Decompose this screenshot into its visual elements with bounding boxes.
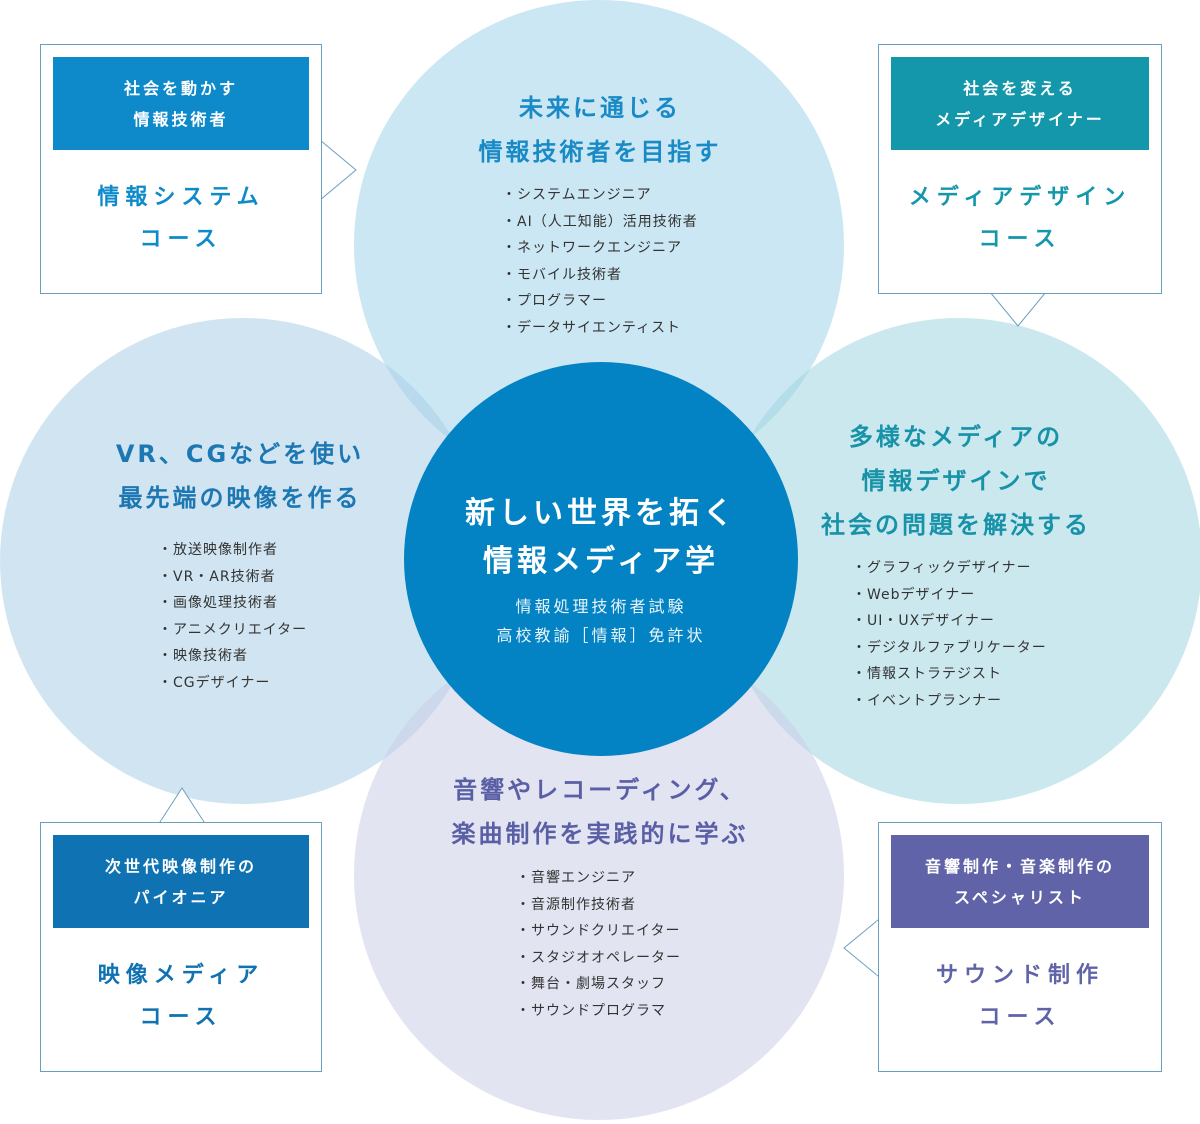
course-line: 情報システム — [97, 185, 265, 210]
course-name: 情報システム コース — [41, 177, 321, 261]
course-line: コース — [978, 227, 1062, 252]
list-item: ・モバイル技術者 — [502, 266, 622, 283]
course-name: 映像メディア コース — [41, 955, 321, 1039]
list-item: ・音源制作技術者 — [516, 896, 636, 913]
tagline-line: パイオニア — [133, 887, 229, 907]
left-heading: VR、CGなどを使い 最先端の映像を作る — [40, 432, 440, 520]
list-item: ・映像技術者 — [158, 648, 248, 664]
right-career-list: ・グラフィックデザイナー ・Webデザイナー ・UI・UXデザイナー ・デジタル… — [852, 555, 1047, 714]
bottom-career-list: ・音響エンジニア ・音源制作技術者 ・サウンドクリエイター ・スタジオオペレータ… — [516, 865, 681, 1024]
course-name: サウンド制作 コース — [879, 955, 1161, 1039]
box-tagline: 次世代映像制作の パイオニア — [53, 835, 309, 928]
list-item: ・UI・UXデザイナー — [852, 613, 995, 629]
list-item: ・AI（人工知能）活用技術者 — [502, 213, 698, 230]
list-item: ・サウンドクリエイター — [516, 923, 681, 939]
bottom-heading-line: 楽曲制作を実践的に学ぶ — [451, 820, 749, 848]
course-line: メディアデザイン — [908, 185, 1132, 210]
top-heading-line: 未来に通じる — [519, 94, 681, 122]
list-item: ・デジタルファブリケーター — [852, 639, 1047, 656]
course-line: コース — [139, 1005, 223, 1030]
tagline-line: スペシャリスト — [954, 887, 1086, 907]
tagline-line: メディアデザイナー — [935, 109, 1105, 129]
list-item: ・サウンドプログラマ — [516, 1002, 666, 1019]
list-item: ・舞台・劇場スタッフ — [516, 976, 666, 992]
center-sub-line: 高校教諭［情報］免許状 — [496, 626, 706, 645]
course-box-visual-media: 次世代映像制作の パイオニア 映像メディア コース — [40, 822, 322, 1072]
right-heading-line: 情報デザインで — [861, 467, 1051, 495]
list-item: ・CGデザイナー — [158, 674, 271, 691]
tagline-line: 次世代映像制作の — [104, 856, 257, 876]
list-item: ・Webデザイナー — [852, 586, 976, 603]
list-item: ・ネットワークエンジニア — [502, 240, 682, 256]
center-title: 新しい世界を拓く 情報メディア学 — [404, 490, 798, 586]
top-heading: 未来に通じる 情報技術者を目指す — [400, 86, 800, 174]
course-box-sound: 音響制作・音楽制作の スペシャリスト サウンド制作 コース — [878, 822, 1162, 1072]
course-box-info-system: 社会を動かす 情報技術者 情報システム コース — [40, 44, 322, 294]
tail-info-system — [319, 138, 357, 202]
left-career-list: ・放送映像制作者 ・VR・AR技術者 ・画像処理技術者 ・アニメクリエイター ・… — [158, 537, 307, 696]
right-heading-line: 多様なメディアの — [848, 423, 1064, 451]
tagline-line: 社会を変える — [963, 78, 1077, 98]
course-line: 映像メディア — [97, 963, 265, 988]
box-tagline: 社会を変える メディアデザイナー — [891, 57, 1149, 150]
list-item: ・アニメクリエイター — [158, 621, 308, 638]
list-item: ・放送映像制作者 — [158, 542, 278, 558]
list-item: ・データサイエンティスト — [502, 319, 682, 336]
course-name: メディアデザイン コース — [879, 177, 1161, 261]
course-line: コース — [139, 227, 223, 252]
right-heading: 多様なメディアの 情報デザインで 社会の問題を解決する — [756, 415, 1156, 547]
box-tagline: 音響制作・音楽制作の スペシャリスト — [891, 835, 1149, 928]
list-item: ・システムエンジニア — [502, 187, 652, 203]
center-title-line: 新しい世界を拓く — [465, 496, 737, 531]
list-item: ・グラフィックデザイナー — [852, 560, 1032, 576]
left-heading-line: 最先端の映像を作る — [118, 484, 362, 512]
right-heading-line: 社会の問題を解決する — [821, 511, 1091, 539]
center-subtitle: 情報処理技術者試験 高校教諭［情報］免許状 — [404, 592, 798, 650]
course-line: サウンド制作 — [935, 963, 1104, 988]
bottom-heading: 音響やレコーディング、 楽曲制作を実践的に学ぶ — [400, 768, 800, 856]
list-item: ・スタジオオペレーター — [516, 949, 681, 966]
tagline-line: 音響制作・音楽制作の — [924, 856, 1115, 876]
list-item: ・情報ストラテジスト — [852, 666, 1002, 682]
list-item: ・画像処理技術者 — [158, 595, 278, 611]
top-heading-line: 情報技術者を目指す — [478, 138, 722, 166]
course-line: コース — [978, 1005, 1062, 1030]
circle-center — [404, 362, 798, 756]
center-title-line: 情報メディア学 — [483, 544, 719, 579]
box-tagline: 社会を動かす 情報技術者 — [53, 57, 309, 150]
tail-sound — [843, 918, 879, 978]
top-career-list: ・システムエンジニア ・AI（人工知能）活用技術者 ・ネットワークエンジニア ・… — [502, 182, 698, 341]
center-sub-line: 情報処理技術者試験 — [515, 597, 687, 616]
bottom-heading-line: 音響やレコーディング、 — [453, 776, 747, 804]
left-heading-line: VR、CGなどを使い — [115, 440, 365, 468]
tagline-line: 情報技術者 — [133, 109, 229, 129]
list-item: ・VR・AR技術者 — [158, 568, 276, 585]
list-item: ・プログラマー — [502, 293, 607, 309]
list-item: ・音響エンジニア — [516, 870, 636, 886]
list-item: ・イベントプランナー — [852, 692, 1002, 709]
tagline-line: 社会を動かす — [123, 78, 238, 98]
course-box-media-design: 社会を変える メディアデザイナー メディアデザイン コース — [878, 44, 1162, 294]
